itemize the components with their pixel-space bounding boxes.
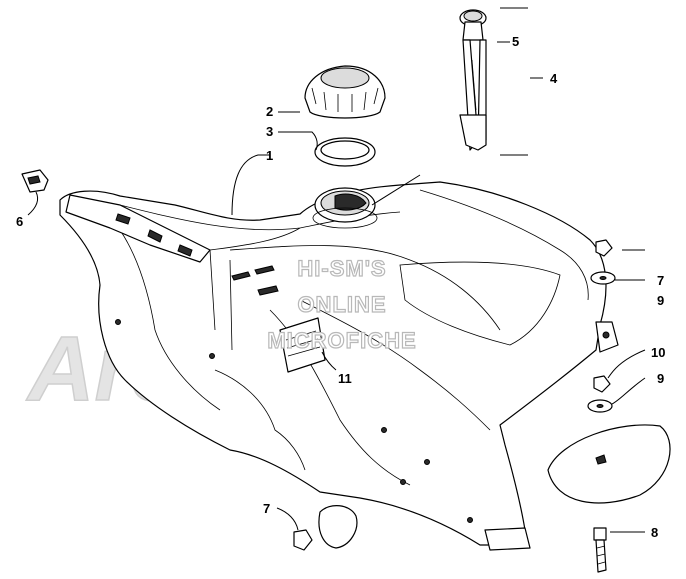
callout-5: 5 — [512, 34, 519, 49]
bolt — [593, 527, 607, 573]
callout-11: 11 — [338, 371, 352, 386]
callout-1: 1 — [266, 148, 273, 163]
pad — [547, 424, 671, 504]
callouts: 1 2 3 4 5 6 7 7 8 9 9 10 11 — [16, 34, 665, 540]
fuel-cap — [304, 65, 386, 119]
callout-6: 6 — [16, 214, 23, 229]
leader-lines — [27, 7, 646, 533]
callout-9-upper: 9 — [657, 293, 664, 308]
hardware-bottom — [293, 505, 358, 551]
watermark-overlay: HI-SM'S ONLINE MICROFICHE — [267, 255, 417, 353]
callout-7-bottom: 7 — [263, 501, 270, 516]
hardware-right — [587, 239, 616, 413]
watermark-line-1: HI-SM'S — [297, 256, 386, 281]
callout-3: 3 — [266, 124, 273, 139]
fuel-gauge-sender — [459, 9, 487, 151]
callout-7-right: 7 — [657, 273, 664, 288]
label-decal — [279, 317, 326, 373]
callout-10: 10 — [651, 345, 665, 360]
callout-8: 8 — [651, 525, 658, 540]
clip — [21, 169, 49, 193]
fuel-tank — [59, 181, 619, 551]
callout-9-lower: 9 — [657, 371, 664, 386]
gasket — [314, 137, 376, 167]
callout-2: 2 — [266, 104, 273, 119]
watermark-line-2: ONLINE — [297, 292, 386, 317]
callout-4: 4 — [550, 71, 558, 86]
watermark-line-3: MICROFICHE — [267, 328, 416, 353]
